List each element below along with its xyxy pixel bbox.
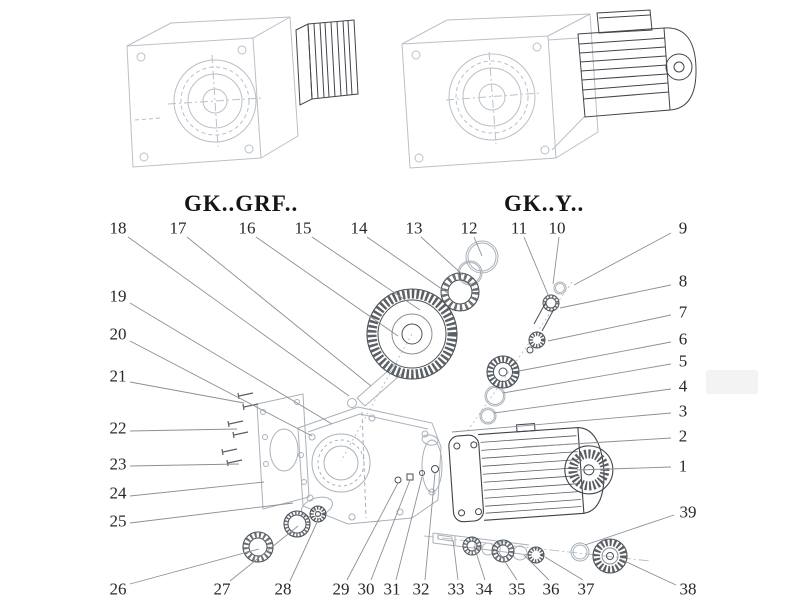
part-number-8: 8 [678,271,688,291]
leader-line-35 [497,550,518,581]
upper-bearing [440,272,480,312]
part-number-1: 1 [678,456,688,476]
leader-line-2 [522,437,672,448]
gearbox-left-ribbed-cap [295,19,359,106]
lower-seal-and-bearing [242,505,327,563]
part-number-30: 30 [357,579,375,599]
part-number-27: 27 [213,579,231,599]
leader-line-34 [473,545,486,581]
part-number-32: 32 [412,579,430,599]
part-number-35: 35 [508,579,526,599]
part-number-33: 33 [447,579,465,599]
leader-lines [127,232,677,586]
gearbox-right-drawing [401,13,599,169]
leader-line-25 [129,502,294,524]
part-number-24: 24 [109,483,127,503]
part-number-31: 31 [383,579,401,599]
part-number-39: 39 [679,502,697,522]
part-number-26: 26 [109,579,127,599]
part-number-10: 10 [548,218,566,238]
middle-gear [486,355,520,389]
leader-line-10 [552,236,560,285]
leader-line-15 [311,236,421,311]
leader-line-22 [129,428,238,432]
part-number-18: 18 [109,218,127,238]
part-number-12: 12 [460,218,478,238]
leader-line-39 [584,514,675,546]
leader-line-6 [518,341,672,372]
leader-line-19 [129,302,333,425]
part-number-38: 38 [679,579,697,599]
leader-line-29 [346,482,399,581]
leader-line-24 [129,481,265,497]
leader-line-38 [619,558,677,586]
part-number-29: 29 [332,579,350,599]
part-number-5: 5 [678,351,688,371]
leader-line-27 [229,525,299,582]
leader-line-5 [502,363,672,394]
part-number-14: 14 [350,218,368,238]
part-number-3: 3 [678,401,688,421]
part-number-6: 6 [678,329,688,349]
leader-line-30 [370,479,411,581]
watermark-patch [706,370,758,394]
part-number-20: 20 [109,324,127,344]
bottom-shaft-bearings-and-gear [462,536,628,574]
leader-line-33 [452,539,459,581]
leader-line-12 [473,236,483,257]
model-title-gk-grf: GK..GRF.. [184,191,299,216]
part-number-28: 28 [274,579,292,599]
part-number-7: 7 [678,302,688,322]
leader-line-28 [289,517,320,582]
part-number-23: 23 [109,454,127,474]
part-number-16: 16 [238,218,256,238]
leader-line-20 [129,340,313,437]
leader-line-13 [420,236,464,276]
leader-line-9 [573,232,672,286]
motor-drawing-top [577,9,697,118]
input-pinion-assembly [526,294,560,354]
leader-line-4 [493,388,672,414]
leader-line-32 [424,472,436,581]
leader-line-17 [186,236,372,387]
leader-line-31 [395,476,423,581]
leader-line-21 [129,381,245,404]
part-number-25: 25 [109,511,127,531]
small-fasteners-29-32 [394,465,439,484]
motor-drawing-exploded [448,423,614,523]
part-number-22: 22 [109,418,127,438]
part-number-17: 17 [169,218,187,238]
leader-line-37 [544,556,584,581]
part-number-13: 13 [405,218,423,238]
part-number-36: 36 [542,579,560,599]
part-number-34: 34 [475,579,493,599]
leader-line-14 [366,236,450,295]
part-number-21: 21 [109,366,127,386]
leader-line-3 [451,412,672,433]
part-number-15: 15 [294,218,312,238]
part-number-19: 19 [109,286,127,306]
part-number-4: 4 [678,376,688,396]
leader-line-16 [255,236,399,337]
leader-line-26 [129,548,260,585]
light-rings [457,240,590,562]
gearbox-left-drawing [126,16,299,168]
part-number-11: 11 [510,218,528,238]
part-number-37: 37 [577,579,595,599]
leader-line-23 [129,463,240,467]
leader-line-1 [576,466,672,471]
output-shaft-upper [347,362,406,408]
leader-line-8 [559,284,672,309]
leader-line-18 [127,236,350,397]
leader-line-11 [523,236,550,298]
big-gear [366,288,458,380]
leader-line-7 [547,314,672,342]
part-number-9: 9 [678,218,688,238]
part-number-2: 2 [678,426,688,446]
model-title-gk-y: GK..Y.. [504,191,585,216]
leader-line-36 [523,554,550,581]
exploded-housing [297,406,443,525]
